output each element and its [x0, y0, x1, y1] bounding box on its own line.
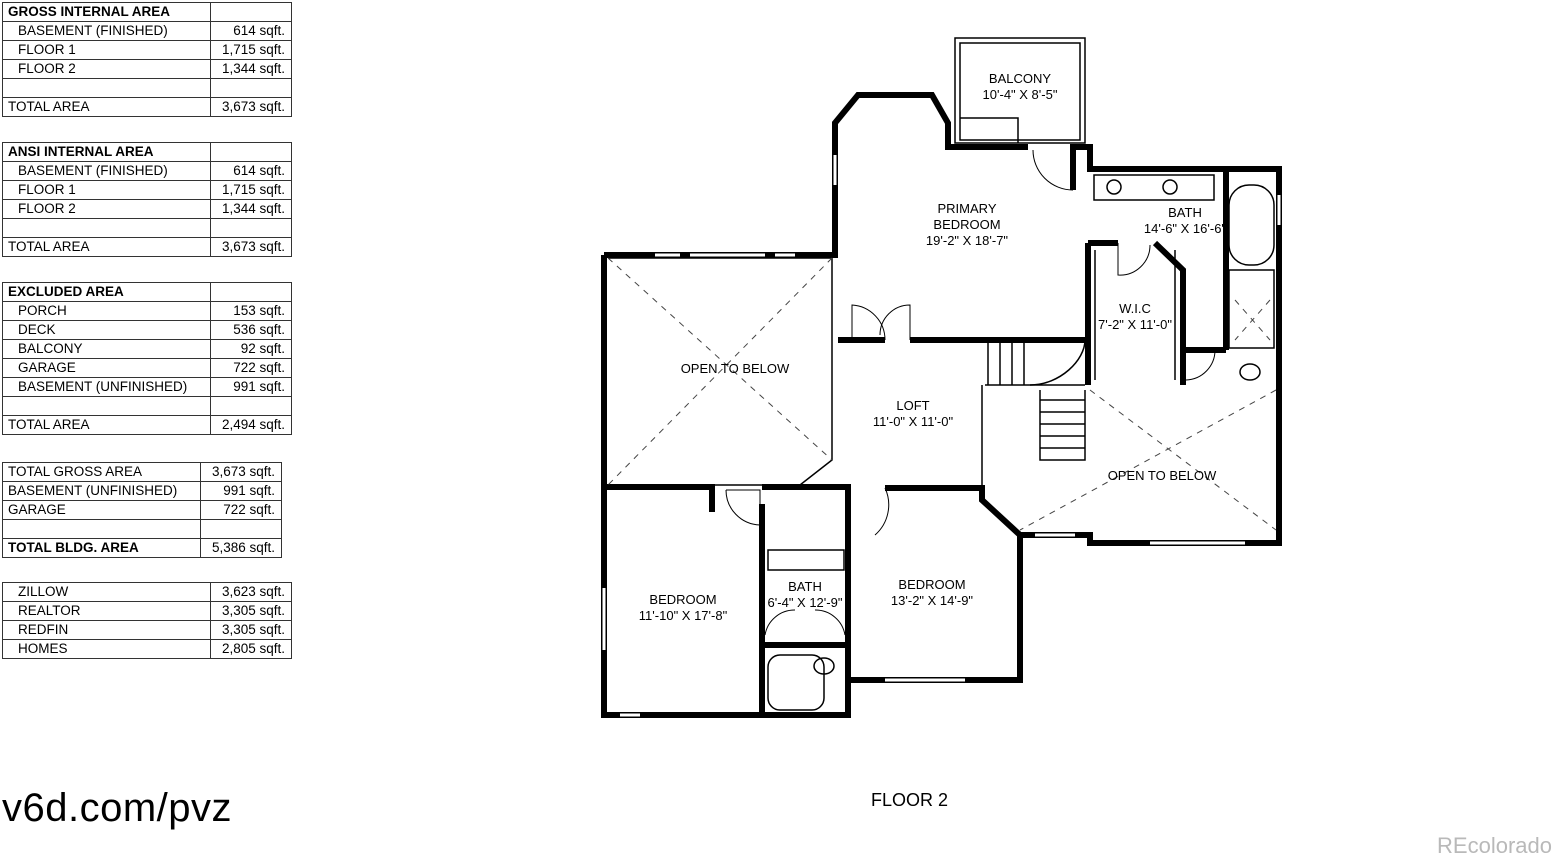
table-row: BASEMENT (FINISHED)614 sqft. [2, 21, 292, 41]
row-value: 536 sqft. [210, 320, 292, 340]
primary-bath-dims: 14'-6" X 16'-6" [1144, 221, 1227, 236]
row-value: 3,673 sqft. [200, 462, 282, 482]
loft-name: LOFT [896, 398, 929, 413]
bedroom-mid-name: BEDROOM [898, 577, 965, 592]
row-value: 1,715 sqft. [210, 40, 292, 60]
bedroom-left-dims: 11'-10" X 17'-8" [639, 608, 728, 623]
table-row: GROSS INTERNAL AREA [2, 2, 292, 22]
floor-title: FLOOR 2 [871, 790, 949, 810]
exterior-walls [601, 92, 1282, 718]
site-url: v6d.com/pvz [2, 786, 233, 830]
table-row [2, 519, 282, 539]
balcony-name: BALCONY [989, 71, 1051, 86]
balcony-dims: 10'-4" X 8'-5" [983, 87, 1058, 102]
row-label: TOTAL AREA [2, 237, 211, 257]
table-row: ANSI INTERNAL AREA [2, 142, 292, 162]
primary-bedroom-dims: 19'-2" X 18'-7" [926, 233, 1009, 248]
bedroom-mid-dims: 13'-2" X 14'-9" [891, 593, 974, 608]
primary-bath-name: BATH [1168, 205, 1202, 220]
wic-dims: 7'-2" X 11'-0" [1098, 317, 1172, 332]
row-value: 5,386 sqft. [200, 538, 282, 558]
row-label: HOMES [2, 639, 211, 659]
row-label: TOTAL BLDG. AREA [2, 538, 201, 558]
loft-dims: 11'-0" X 11'-0" [873, 414, 954, 429]
open-to-below-markers [607, 257, 1277, 531]
row-label: TOTAL AREA [2, 97, 211, 117]
door-swings [725, 149, 1216, 636]
row-value: 1,715 sqft. [210, 180, 292, 200]
windows [602, 155, 1281, 717]
bath-small-name: BATH [788, 579, 822, 594]
row-label: TOTAL AREA [2, 415, 211, 435]
open-to-below-left-label: OPEN TO BELOW [681, 361, 790, 376]
row-value: 2,494 sqft. [210, 415, 292, 435]
open-to-below-right-label: OPEN TO BELOW [1108, 468, 1217, 483]
table-row [2, 396, 292, 416]
primary-bedroom-name-1: PRIMARY [938, 201, 997, 216]
row-value: 1,344 sqft. [210, 59, 292, 79]
interior-lines [608, 37, 1275, 711]
row-label: PORCH [2, 301, 211, 321]
row-label: ANSI INTERNAL AREA [2, 142, 211, 162]
bath-small-dims: 6'-4" X 12'-9" [768, 595, 843, 610]
row-value: 3,673 sqft. [210, 237, 292, 257]
row-value: 2,805 sqft. [210, 639, 292, 659]
row-value: 3,673 sqft. [210, 97, 292, 117]
primary-bedroom-name-2: BEDROOM [933, 217, 1000, 232]
bedroom-left-name: BEDROOM [649, 592, 716, 607]
watermark: REcolorado [1437, 833, 1552, 858]
row-value: 3,305 sqft. [210, 601, 292, 621]
row-label: TOTAL GROSS AREA [2, 462, 201, 482]
wic-name: W.I.C [1119, 301, 1151, 316]
